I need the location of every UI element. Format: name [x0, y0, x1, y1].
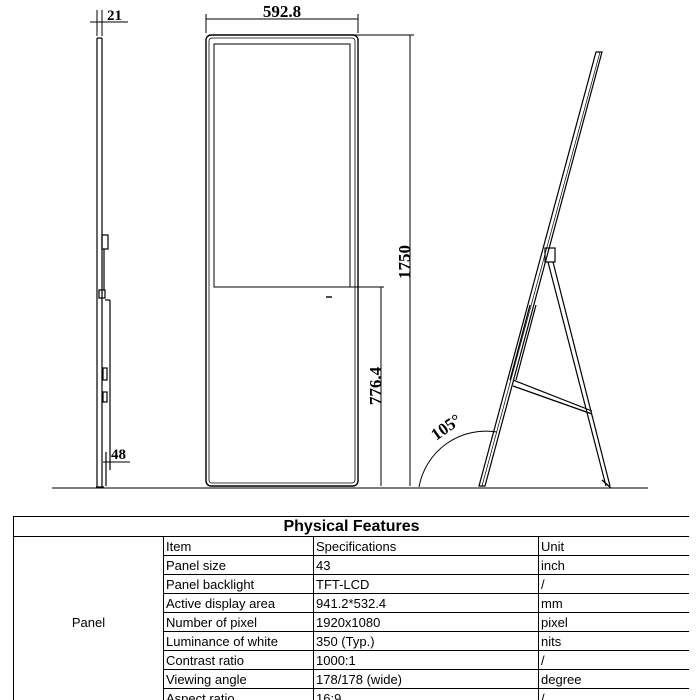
row-item: Luminance of white — [163, 631, 314, 651]
row-unit: degree — [537, 669, 689, 689]
table-row: Number of pixel 1920x1080 pixel — [14, 612, 689, 632]
row-spec: 16:9 — [313, 688, 539, 700]
front-outer-frame — [205, 34, 359, 487]
row-spec: 43 — [313, 555, 539, 575]
row-unit: / — [537, 650, 689, 670]
row-item: Active display area — [163, 593, 314, 613]
table-row: Active display area 941.2*532.4 mm — [14, 593, 689, 613]
row-item: Aspect ratio — [163, 688, 314, 700]
table-row: Panel size 43 inch — [14, 555, 689, 575]
row-spec: TFT-LCD — [313, 574, 539, 594]
row-spec: 1920x1080 — [313, 612, 539, 632]
physical-features-table-wrap: Physical Features Panel Item Specificati… — [13, 516, 689, 700]
width-dimension — [205, 14, 359, 33]
table-title: Physical Features — [13, 516, 689, 537]
row-spec: 1000:1 — [313, 650, 539, 670]
row-unit: nits — [537, 631, 689, 651]
row-spec: 941.2*532.4 — [313, 593, 539, 613]
table-row: Viewing angle 178/178 (wide) degree — [14, 669, 689, 689]
row-item: Contrast ratio — [163, 650, 314, 670]
front-inner-frame — [208, 37, 356, 484]
panel-group-label: Panel — [13, 536, 164, 700]
header-unit: Unit — [537, 536, 689, 556]
thickness-label: 21 — [107, 8, 122, 24]
technical-drawing: 21 48 592.8 1750 776.4 — [52, 2, 648, 489]
row-unit: inch — [537, 555, 689, 575]
header-spec: Specifications — [313, 536, 539, 556]
height-label: 1750 — [395, 245, 414, 279]
height-dimension — [348, 34, 414, 486]
front-view — [205, 34, 359, 487]
tilt-angle-label: 105° — [427, 410, 464, 444]
row-unit: pixel — [537, 612, 689, 632]
side-view — [96, 37, 111, 488]
row-item: Panel backlight — [163, 574, 314, 594]
physical-features-table: Physical Features Panel Item Specificati… — [13, 516, 689, 700]
row-unit: / — [537, 688, 689, 700]
row-spec: 350 (Typ.) — [313, 631, 539, 651]
table-row: Aspect ratio 16:9 / — [14, 688, 689, 700]
row-unit: mm — [537, 593, 689, 613]
tilt-angle-arc — [418, 430, 498, 488]
angled-view — [478, 51, 612, 489]
screen-height-dimension — [350, 286, 384, 486]
row-unit: / — [537, 574, 689, 594]
display-screen — [213, 43, 351, 288]
header-item: Item — [163, 536, 314, 556]
width-label: 592.8 — [263, 2, 301, 21]
row-item: Panel size — [163, 555, 314, 575]
row-item: Viewing angle — [163, 669, 314, 689]
screen-height-label: 776.4 — [366, 366, 385, 405]
row-item: Number of pixel — [163, 612, 314, 632]
table-row: Luminance of white 350 (Typ.) nits — [14, 631, 689, 651]
thickness-dimension — [90, 10, 128, 36]
stand-depth-label: 48 — [111, 447, 126, 463]
row-spec: 178/178 (wide) — [313, 669, 539, 689]
